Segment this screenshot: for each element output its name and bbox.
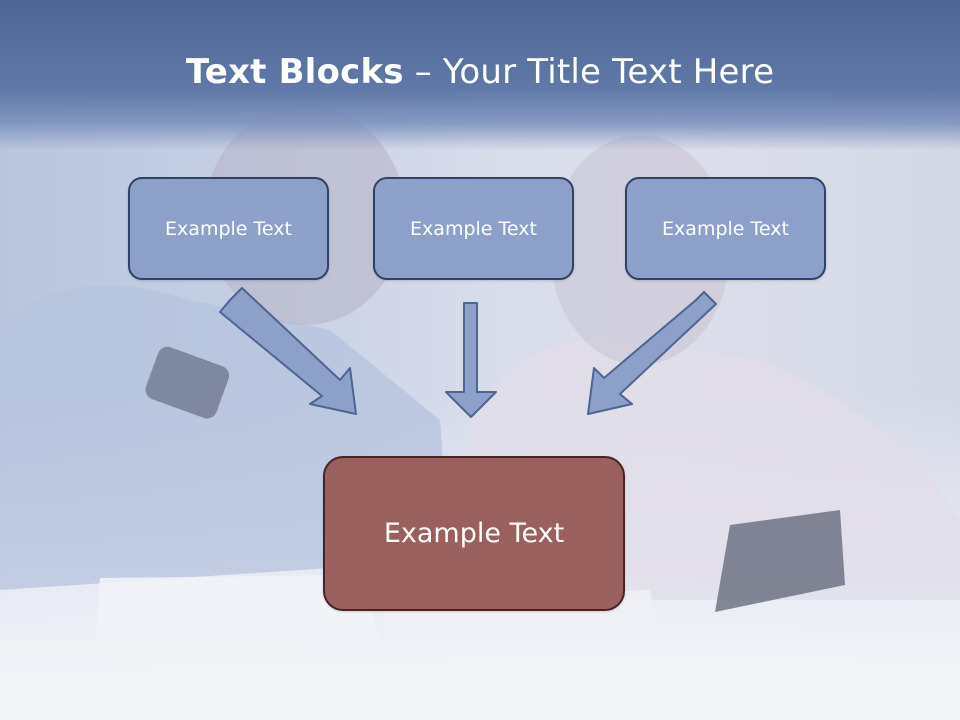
text-block-right[interactable]: Example Text <box>625 177 826 280</box>
text-block-left-label: Example Text <box>165 217 292 240</box>
text-block-center-label: Example Text <box>410 217 537 240</box>
text-block-center[interactable]: Example Text <box>373 177 574 280</box>
arrow-right <box>587 291 717 415</box>
title-band <box>0 0 960 150</box>
text-block-left[interactable]: Example Text <box>128 177 329 280</box>
text-block-right-label: Example Text <box>662 217 789 240</box>
title-rest-text: – Your Title Text Here <box>403 52 775 92</box>
main-text-block[interactable]: Example Text <box>323 456 625 611</box>
arrow-left <box>219 287 357 415</box>
title-bold-text: Text Blocks <box>185 52 404 92</box>
arrow-center <box>445 302 497 418</box>
main-text-block-label: Example Text <box>383 518 565 549</box>
slide-title: Text Blocks – Your Title Text Here <box>0 52 960 92</box>
